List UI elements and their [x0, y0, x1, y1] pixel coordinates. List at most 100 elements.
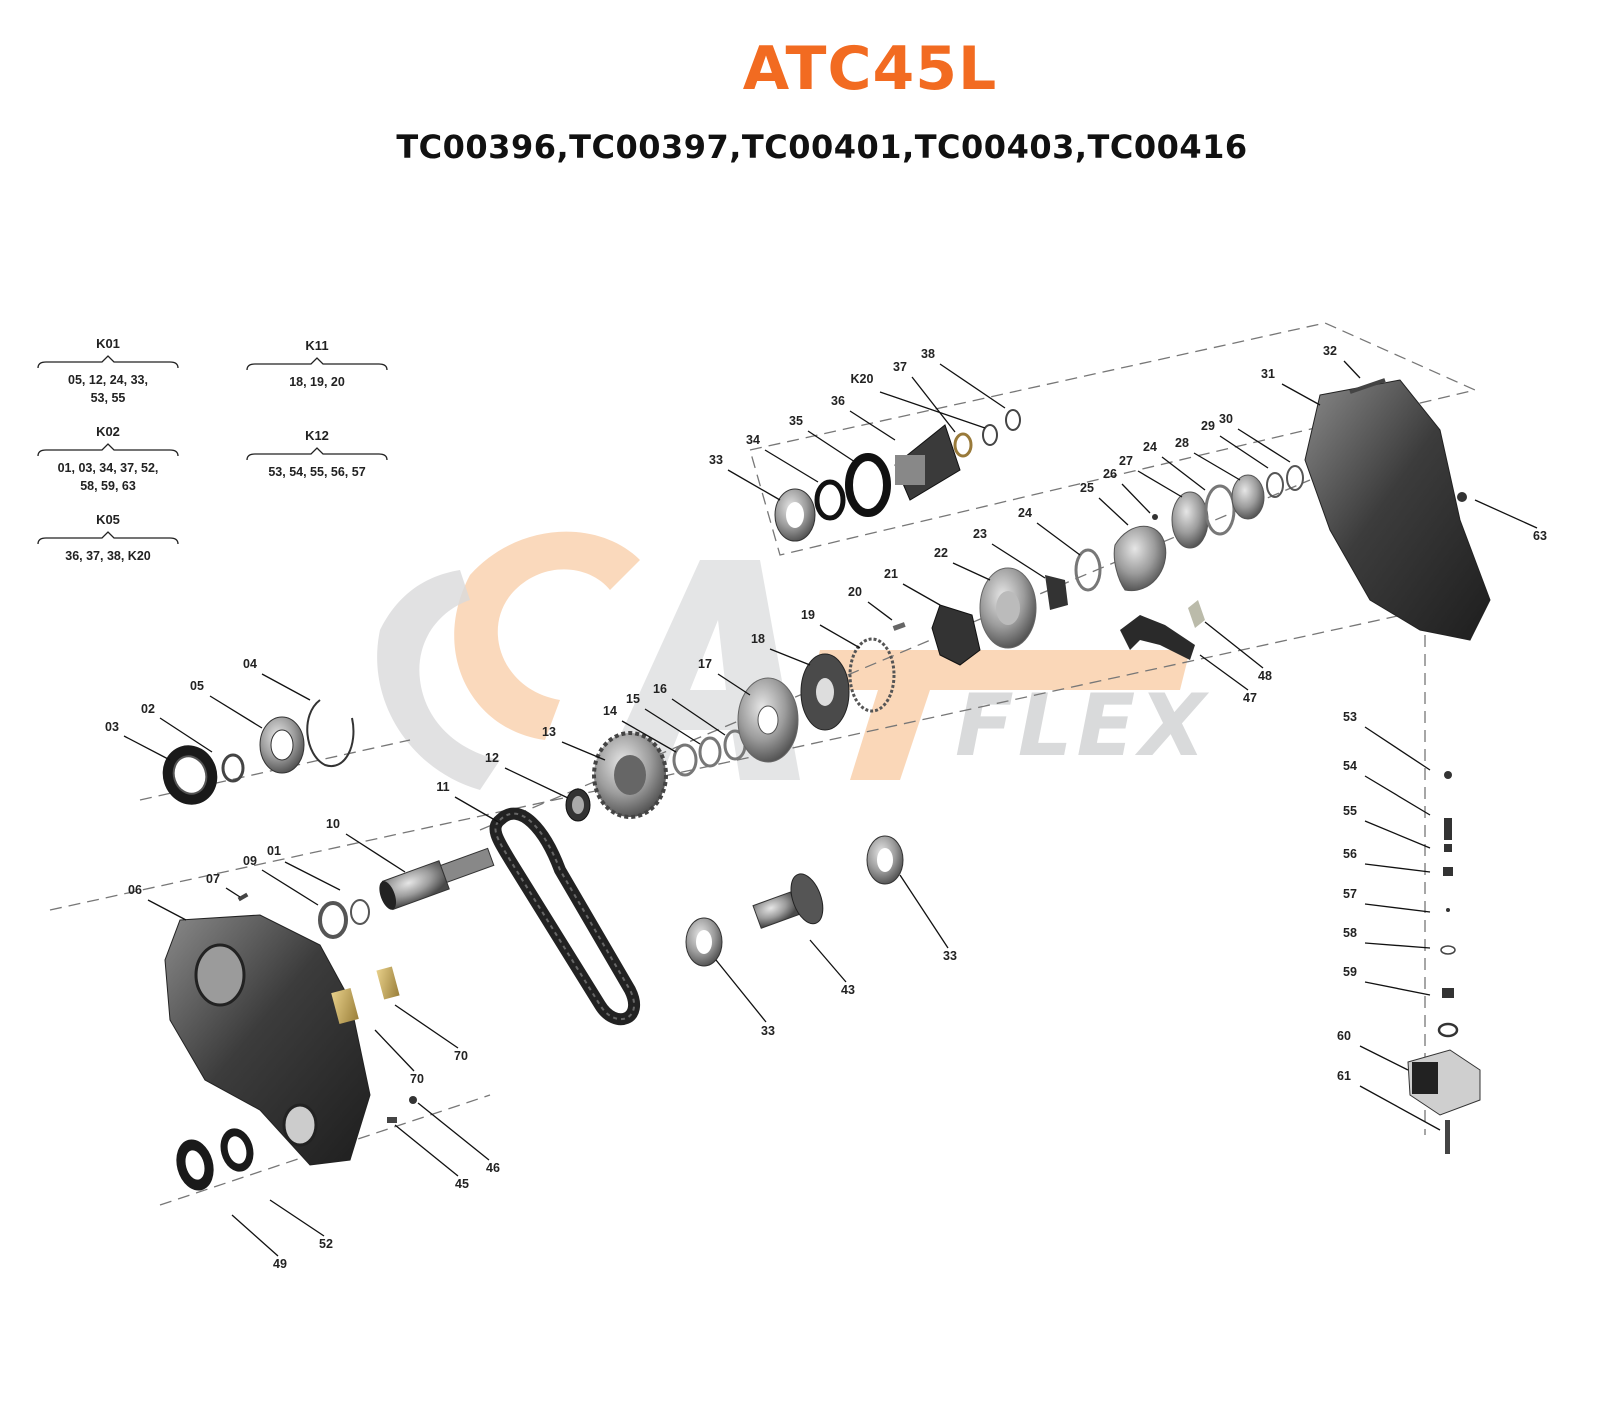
bearing-33-right [866, 835, 904, 885]
leader-line [284, 861, 341, 891]
leader-line [1364, 726, 1431, 771]
leader-line [952, 562, 991, 581]
leader-line [123, 735, 171, 761]
spring-48 [1188, 600, 1205, 628]
leader-line [809, 939, 847, 983]
kit-bracket [37, 531, 179, 545]
callout-labels: 0102030405060709101112131415161718192021… [105, 344, 1547, 1271]
callout-18: 18 [751, 632, 765, 646]
callout-02: 02 [141, 702, 155, 716]
kit-label: K11 [305, 338, 328, 353]
ring-09 [318, 901, 348, 939]
callout-53: 53 [1343, 710, 1357, 724]
callout-57: 57 [1343, 887, 1357, 901]
kit-label: K12 [305, 428, 329, 443]
oring-58 [1440, 945, 1456, 955]
leader-line [1036, 522, 1081, 556]
model-codes: TC00396,TC00397,TC00401,TC00403,TC00416 [396, 128, 1248, 166]
ring-30 [1286, 465, 1304, 491]
leader-line [671, 698, 726, 736]
bolt-32 [1349, 378, 1386, 394]
leader-line [1137, 470, 1183, 498]
callout-33: 33 [943, 949, 957, 963]
callout-15: 15 [626, 692, 640, 706]
leader-line [269, 1199, 325, 1237]
bolt-61 [1445, 1120, 1450, 1154]
callout-k20: K20 [851, 372, 874, 386]
ring-24b [1204, 484, 1236, 536]
kit-part-list: 58, 59, 63 [80, 479, 136, 493]
kit-k05: K05 36, 37, 38, K20 [37, 512, 179, 563]
pin-45 [387, 1117, 397, 1123]
leader-line [1359, 1085, 1441, 1131]
callout-16: 16 [653, 682, 667, 696]
callout-49: 49 [273, 1257, 287, 1271]
plate-17 [737, 677, 799, 763]
seal-52 [220, 1128, 254, 1172]
part-54 [1444, 818, 1452, 840]
callout-17: 17 [698, 657, 712, 671]
leader-lines [123, 360, 1538, 1257]
plate-25 [1113, 525, 1167, 592]
bearing-33-mid [685, 917, 723, 967]
ring-01 [350, 899, 370, 925]
leader-line [225, 887, 241, 898]
part-56 [1443, 867, 1453, 876]
leader-line [159, 717, 213, 753]
shoe-70a [331, 987, 359, 1025]
watermark-gear-icon [454, 531, 640, 740]
callout-30: 30 [1219, 412, 1233, 426]
callout-31: 31 [1261, 367, 1275, 381]
kit-part-list: 01, 03, 34, 37, 52, [58, 461, 159, 475]
housing-bore-06b [282, 1103, 318, 1147]
callout-29: 29 [1201, 419, 1215, 433]
leader-line [1364, 942, 1431, 949]
ring-15 [698, 736, 722, 768]
leader-line [454, 796, 501, 824]
kit-part-list: 36, 37, 38, K20 [65, 549, 151, 563]
leader-line [1237, 428, 1291, 463]
leader-line [715, 959, 767, 1023]
ball-26 [1152, 514, 1158, 520]
leader-line [345, 833, 406, 873]
callout-60: 60 [1337, 1029, 1351, 1043]
part-23 [1045, 575, 1068, 610]
rear-housing-31 [1304, 379, 1491, 641]
leader-line [819, 624, 861, 649]
callout-47: 47 [1243, 691, 1257, 705]
leader-line [1343, 360, 1361, 379]
leader-line [374, 1029, 415, 1072]
leader-line [902, 583, 941, 606]
leader-line [1161, 456, 1206, 491]
leader-line [1098, 497, 1129, 526]
upper-guide-frame [749, 322, 1478, 556]
callout-38: 38 [921, 347, 935, 361]
ring-34 [814, 479, 846, 521]
callout-28: 28 [1175, 436, 1189, 450]
part-57 [1446, 908, 1450, 912]
kit-label: K05 [96, 512, 120, 527]
watermark-text: FLEX [955, 676, 1210, 776]
leader-line [394, 1004, 459, 1049]
callout-25: 25 [1080, 481, 1094, 495]
housing-bore-06 [194, 943, 246, 1007]
leader-line [1359, 1045, 1409, 1071]
leader-line [561, 741, 606, 761]
parts [162, 378, 1491, 1191]
callout-52: 52 [319, 1237, 333, 1251]
leader-line [504, 767, 569, 799]
leader-line [911, 376, 956, 433]
leader-line [849, 410, 896, 441]
callout-14: 14 [603, 704, 617, 718]
watermark-gear-gray-icon [377, 570, 500, 790]
leader-line [147, 899, 187, 921]
callout-21: 21 [884, 567, 898, 581]
seal-49 [176, 1139, 214, 1191]
callout-22: 22 [934, 546, 948, 560]
pin-20 [892, 622, 906, 631]
page-title: ATC45L [742, 34, 998, 104]
